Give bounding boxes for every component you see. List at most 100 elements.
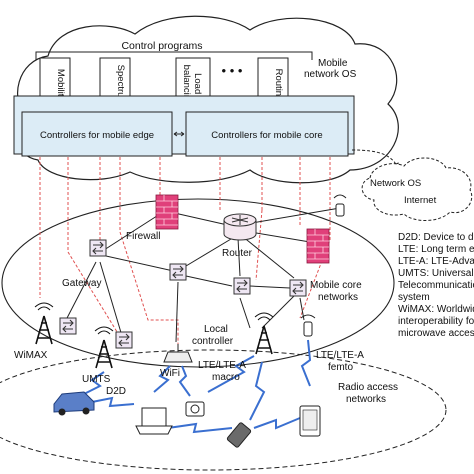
local-controller-label: Local controller xyxy=(192,324,234,347)
link-firewall-router xyxy=(169,211,233,227)
mobile-network-os-line-2: network OS xyxy=(304,69,357,80)
mobile-network-os-label: Mobile network OS xyxy=(304,58,357,80)
legend-line-6: system xyxy=(398,292,430,303)
link-core2-core3 xyxy=(249,285,291,289)
bolt-lte-phone xyxy=(249,361,266,421)
mobile-core-networks-label: Mobile core networks xyxy=(310,280,364,303)
control-link-wifi xyxy=(119,157,179,348)
controller-core-box xyxy=(185,111,349,157)
mobile-core-networks-line-1: Mobile core xyxy=(310,280,362,291)
router-label: Router xyxy=(222,248,253,259)
program-label-load-balancing: Load balancing xyxy=(181,65,203,106)
radio-access-line-2: networks xyxy=(346,394,386,405)
local-controller-line-2: controller xyxy=(192,336,234,347)
bolt-wifi-camera xyxy=(178,365,191,397)
bolt-laptop-phone xyxy=(167,422,233,434)
tablet-icon xyxy=(299,405,321,437)
link-core1-wifi xyxy=(175,281,179,343)
load-balancing-line-2: balancing xyxy=(181,65,192,106)
d2d-label: D2D xyxy=(106,386,126,397)
mobile-network-os-line-1: Mobile xyxy=(318,58,348,69)
laptop-icon xyxy=(135,407,173,435)
abbreviation-legend: D2D: Device to de LTE: Long term ev LTE-… xyxy=(398,232,474,339)
bolt-car-laptop xyxy=(91,396,135,408)
lte-macro-line-2: macro xyxy=(212,372,240,383)
link-core2-lte xyxy=(239,297,251,329)
wimax-label: WiMAX xyxy=(14,350,48,361)
router-icon xyxy=(223,213,257,241)
program-label-mobility: Mobility xyxy=(55,69,66,101)
control-programs-title: Control programs xyxy=(121,40,202,52)
lte-femto-label: LTE/LTE-A femto xyxy=(316,350,366,373)
os-to-network-os-link xyxy=(351,149,399,169)
link-router-internet xyxy=(245,207,341,225)
radio-access-line-1: Radio access xyxy=(338,382,398,393)
umts-switch-icon xyxy=(115,331,133,349)
link-gateway-wimax xyxy=(65,261,97,321)
lte-femto-line-2: femto xyxy=(328,362,353,373)
lte-macro-line-1: LTE/LTE-A xyxy=(198,360,246,371)
link-router-core2 xyxy=(237,237,241,277)
car-icon xyxy=(53,391,95,416)
controller-edge-label: Controllers for mobile edge xyxy=(40,130,154,141)
link-router-core1 xyxy=(185,235,237,267)
bolt-lte-camera xyxy=(207,355,255,393)
legend-line-8: interoperability fo xyxy=(398,316,474,327)
link-gateway-umts xyxy=(99,261,123,337)
lte-macro-label: LTE/LTE-A macro xyxy=(198,360,248,383)
phone-icon xyxy=(226,422,252,448)
internet-cloud xyxy=(361,157,473,221)
network-links xyxy=(65,207,341,343)
controller-link-arrow xyxy=(173,131,185,137)
core-switch-3-icon xyxy=(289,279,307,297)
internet-label: Internet xyxy=(404,195,437,206)
network-os-label: Network OS xyxy=(370,178,421,189)
access-point-icon xyxy=(333,194,347,217)
mobile-core-networks-line-2: networks xyxy=(318,292,358,303)
bolt-umts-car xyxy=(83,371,105,395)
bolt-phone-tablet xyxy=(253,417,301,430)
wireless-links xyxy=(83,339,312,434)
legend-line-9: microwave access xyxy=(398,328,474,339)
controller-core-label: Controllers for mobile core xyxy=(211,130,322,141)
control-link-umts xyxy=(67,157,123,341)
legend-line-5: Telecommunication xyxy=(398,280,474,291)
core-switch-1-icon xyxy=(169,263,187,281)
control-programs-bracket xyxy=(35,51,313,60)
core-switch-2-icon xyxy=(233,277,251,295)
bolt-femto-tablet xyxy=(300,339,312,387)
legend-line-1: D2D: Device to de xyxy=(398,232,474,243)
firewall-brick-right xyxy=(306,228,330,264)
radio-access-label: Radio access networks xyxy=(338,382,401,405)
lte-femto-line-1: LTE/LTE-A xyxy=(316,350,364,361)
legend-line-3: LTE-A: LTE-Advanc xyxy=(398,256,474,267)
wifi-label: WiFi xyxy=(160,368,180,379)
firewall-label: Firewall xyxy=(126,231,160,242)
camera-icon xyxy=(185,401,205,417)
wifi-router-icon xyxy=(163,344,193,363)
legend-line-2: LTE: Long term ev xyxy=(398,244,474,255)
link-core3-lte xyxy=(261,295,295,329)
control-link-local xyxy=(299,157,331,319)
firewall-brick-left xyxy=(155,194,179,230)
bolt-wifi-laptop xyxy=(153,365,171,393)
link-core1-core2 xyxy=(185,275,233,287)
wimax-switch-icon xyxy=(59,317,77,335)
gateway-switch-icon xyxy=(89,239,107,257)
local-controller-line-1: Local xyxy=(204,324,228,335)
link-gateway-firewall xyxy=(103,213,161,251)
link-router-corenet xyxy=(249,231,311,243)
legend-line-4: UMTS: Universal m xyxy=(398,268,474,279)
radio-access-ellipse xyxy=(0,349,447,471)
legend-line-7: WiMAX: Worldwid xyxy=(398,304,474,315)
program-label-routing: Routing xyxy=(273,69,284,102)
umts-label: UMTS xyxy=(82,374,111,385)
femto-cell-icon xyxy=(300,314,316,337)
link-router-core3 xyxy=(241,235,295,279)
controller-edge-box xyxy=(21,111,173,157)
program-ellipsis: • • • xyxy=(222,63,243,78)
load-balancing-line-1: Load xyxy=(192,73,203,94)
program-label-spectrum: Spectrum xyxy=(115,65,126,106)
link-gateway-core1 xyxy=(105,255,179,273)
